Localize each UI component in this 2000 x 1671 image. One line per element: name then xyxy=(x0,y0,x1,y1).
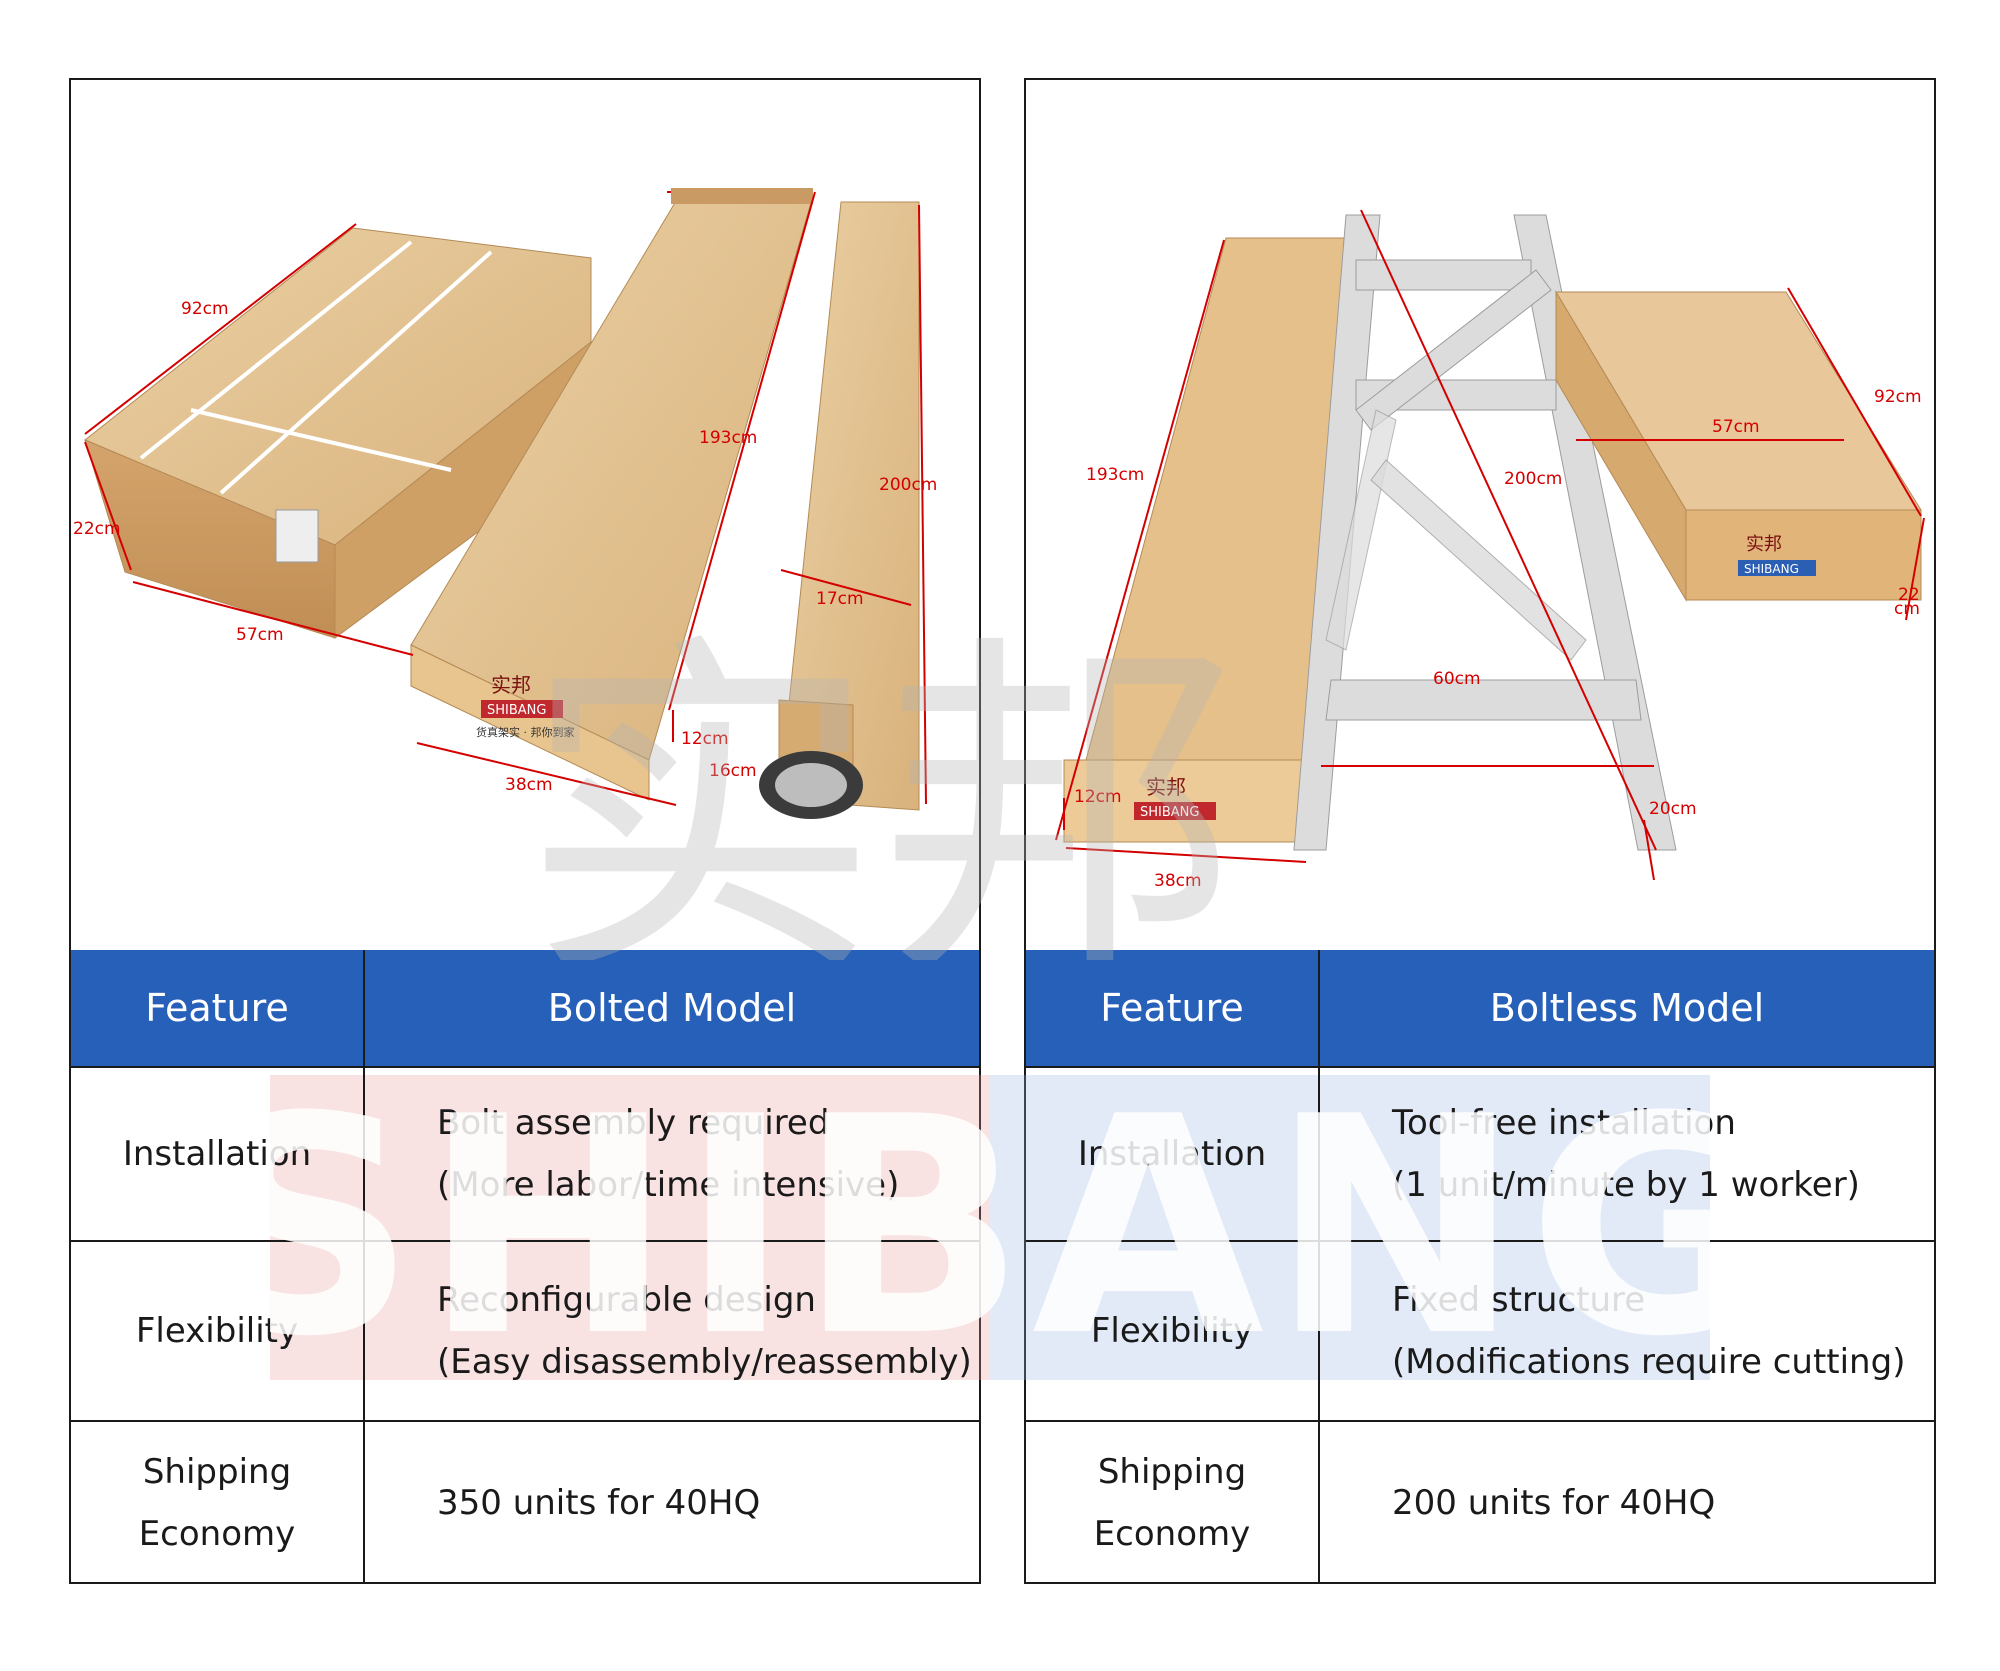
dim-long-box-length: 193cm xyxy=(1086,465,1144,485)
brand-en-label: SHIBANG xyxy=(1140,805,1199,820)
bolted-comparison-table: Feature Bolted Model Installation Bolt a… xyxy=(71,950,979,1584)
boltless-packaging-illustration: 实邦 SHIBANG 实邦 SHI xyxy=(1055,209,1925,891)
value-line: Tool-free installation xyxy=(1392,1103,1736,1143)
table-row: Installation Tool-free installation (1 u… xyxy=(1026,1066,1934,1241)
slogan-label: 货真架实 · 邦你到家 xyxy=(476,725,575,739)
dim-frame-length: 200cm xyxy=(1504,469,1562,489)
value-line: 350 units for 40HQ xyxy=(437,1483,761,1523)
value-installation: Tool-free installation (1 unit/minute by… xyxy=(1319,1066,1934,1241)
table-row: Shipping Economy 350 units for 40HQ xyxy=(71,1420,979,1584)
table-row: Flexibility Reconfigurable design (Easy … xyxy=(71,1240,979,1421)
dim-upright-length: 200cm xyxy=(879,475,937,495)
feature-flexibility: Flexibility xyxy=(71,1240,365,1421)
dim-long-box-length: 193cm xyxy=(699,428,757,448)
value-flexibility: Fixed structure (Modifications require c… xyxy=(1319,1240,1934,1421)
value-shipping-economy: 200 units for 40HQ xyxy=(1319,1420,1934,1584)
value-line: (More labor/time intensive) xyxy=(437,1165,900,1205)
dim-box-height-unit: cm xyxy=(1894,599,1920,619)
upright-bundle xyxy=(759,201,920,819)
brand-cn-label: 实邦 xyxy=(1146,775,1186,799)
dimension-lines xyxy=(84,191,927,806)
table-row: Flexibility Fixed structure (Modificatio… xyxy=(1026,1240,1934,1421)
value-line: Fixed structure xyxy=(1392,1280,1646,1320)
dim-box-length: 92cm xyxy=(181,299,229,319)
value-line: (Modifications require cutting) xyxy=(1392,1342,1906,1382)
value-line: (1 unit/minute by 1 worker) xyxy=(1392,1165,1860,1205)
flat-box xyxy=(84,227,592,639)
brand-en-label: SHIBANG xyxy=(487,703,546,718)
feature-line: Shipping xyxy=(1097,1452,1247,1492)
boltless-packaging-photo: 实邦 SHIBANG 实邦 SHI xyxy=(1026,80,1934,950)
dim-long-box-height: 12cm xyxy=(1074,787,1122,807)
value-flexibility: Reconfigurable design (Easy disassembly/… xyxy=(364,1240,979,1421)
dim-box-length: 92cm xyxy=(1874,387,1922,407)
feature-line: Economy xyxy=(1093,1514,1251,1554)
feature-installation: Installation xyxy=(1026,1066,1320,1241)
bolted-packaging-photo: 实邦 SHIBANG 货真架实 · 邦你到家 xyxy=(71,80,979,950)
value-shipping-economy: 350 units for 40HQ xyxy=(364,1420,979,1584)
feature-shipping-economy: Shipping Economy xyxy=(71,1420,365,1584)
dim-long-box-height: 12cm xyxy=(681,729,729,749)
value-line: 200 units for 40HQ xyxy=(1392,1483,1716,1523)
brand-cn-label-2: 实邦 xyxy=(1746,534,1782,555)
dim-box-width: 57cm xyxy=(1712,417,1760,437)
feature-line: Shipping xyxy=(142,1452,292,1492)
feature-installation: Installation xyxy=(71,1066,365,1241)
dimension-lines xyxy=(1055,209,1925,881)
value-line: Bolt assembly required xyxy=(437,1103,830,1143)
feature-shipping-economy: Shipping Economy xyxy=(1026,1420,1320,1584)
bolted-model-panel: 实邦 SHIBANG 货真架实 · 邦你到家 xyxy=(69,78,981,1584)
wrapped-frame xyxy=(1293,214,1677,851)
long-box: 实邦 SHIBANG 货真架实 · 邦你到家 xyxy=(410,188,814,801)
feature-flexibility: Flexibility xyxy=(1026,1240,1320,1421)
dim-upright-width: 17cm xyxy=(816,589,864,609)
header-model: Bolted Model xyxy=(363,950,979,1067)
dim-frame-width: 60cm xyxy=(1433,669,1481,689)
brand-cn-label: 实邦 xyxy=(491,673,531,697)
boltless-model-panel: 实邦 SHIBANG 实邦 SHI xyxy=(1024,78,1936,1584)
value-line: (Easy disassembly/reassembly) xyxy=(437,1342,972,1382)
header-feature: Feature xyxy=(71,950,364,1067)
header-model: Boltless Model xyxy=(1318,950,1934,1067)
dim-box-height: 22cm xyxy=(73,519,121,539)
long-box: 实邦 SHIBANG xyxy=(1063,237,1345,843)
header-feature: Feature xyxy=(1026,950,1319,1067)
dim-box-width: 57cm xyxy=(236,625,284,645)
table-row: Installation Bolt assembly required (Mor… xyxy=(71,1066,979,1241)
dim-long-box-width: 38cm xyxy=(1154,871,1202,891)
dim-frame-depth: 20cm xyxy=(1649,799,1697,819)
boltless-comparison-table: Feature Boltless Model Installation Tool… xyxy=(1026,950,1934,1584)
dim-upright-depth: 16cm xyxy=(709,761,757,781)
table-row: Shipping Economy 200 units for 40HQ xyxy=(1026,1420,1934,1584)
dim-box-height: 22 xyxy=(1898,585,1920,605)
feature-line: Economy xyxy=(138,1514,296,1554)
value-line: Reconfigurable design xyxy=(437,1280,816,1320)
dim-long-box-width: 38cm xyxy=(505,775,553,795)
brand-en-label-2: SHIBANG xyxy=(1744,562,1799,576)
bolted-packaging-illustration: 实邦 SHIBANG 货真架实 · 邦你到家 xyxy=(73,188,937,819)
flat-box: 实邦 SHIBANG xyxy=(1555,290,1922,602)
value-installation: Bolt assembly required (More labor/time … xyxy=(364,1066,979,1241)
